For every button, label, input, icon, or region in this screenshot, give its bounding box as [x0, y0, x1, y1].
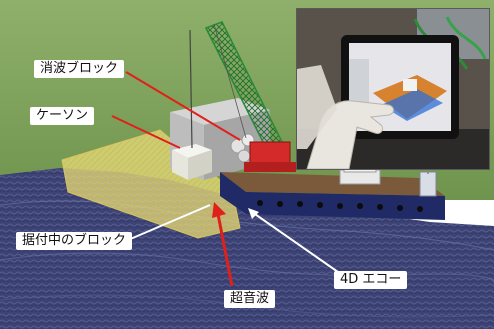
seabed-ridges-2: [0, 252, 494, 285]
barge-deckhouse: [419, 171, 437, 197]
tablet-3d-blocks: [403, 79, 417, 91]
worker-arm: [297, 65, 337, 149]
label-wave-block: 消波ブロック: [34, 60, 125, 78]
inset-photo-art: [297, 9, 489, 169]
pointer-wave-block: [125, 71, 241, 141]
inset-photo: [296, 8, 490, 170]
ultrasound-arrowhead: [212, 202, 226, 218]
placing-block-front: [172, 150, 188, 180]
pointer-caisson: [111, 115, 181, 149]
seabed-ridges: [0, 200, 494, 251]
label-block-placing: 据付中のブロック: [16, 232, 133, 250]
barge-hull-side: [246, 192, 445, 220]
crane-cable-2: [213, 23, 247, 139]
crane-cable: [189, 29, 193, 149]
barge-hull: [220, 172, 246, 214]
inset-cables-2: [445, 16, 487, 60]
label-caisson: ケーソン: [30, 107, 95, 125]
pointer-echo-arrowhead: [248, 208, 259, 219]
pointer-block-placing: [127, 204, 211, 241]
barge-deck: [220, 172, 445, 196]
placing-block: [172, 144, 212, 158]
barge-tires: [257, 200, 423, 212]
ultrasound-arrow: [216, 213, 234, 287]
label-ultrasound: 超音波: [224, 290, 276, 308]
label-4d-echo: 4D エコー: [334, 271, 408, 289]
tablet-3d-water: [381, 89, 443, 121]
pointer-echo: [251, 211, 339, 273]
placing-block-side: [188, 150, 212, 180]
crane-cab-base: [244, 162, 296, 172]
